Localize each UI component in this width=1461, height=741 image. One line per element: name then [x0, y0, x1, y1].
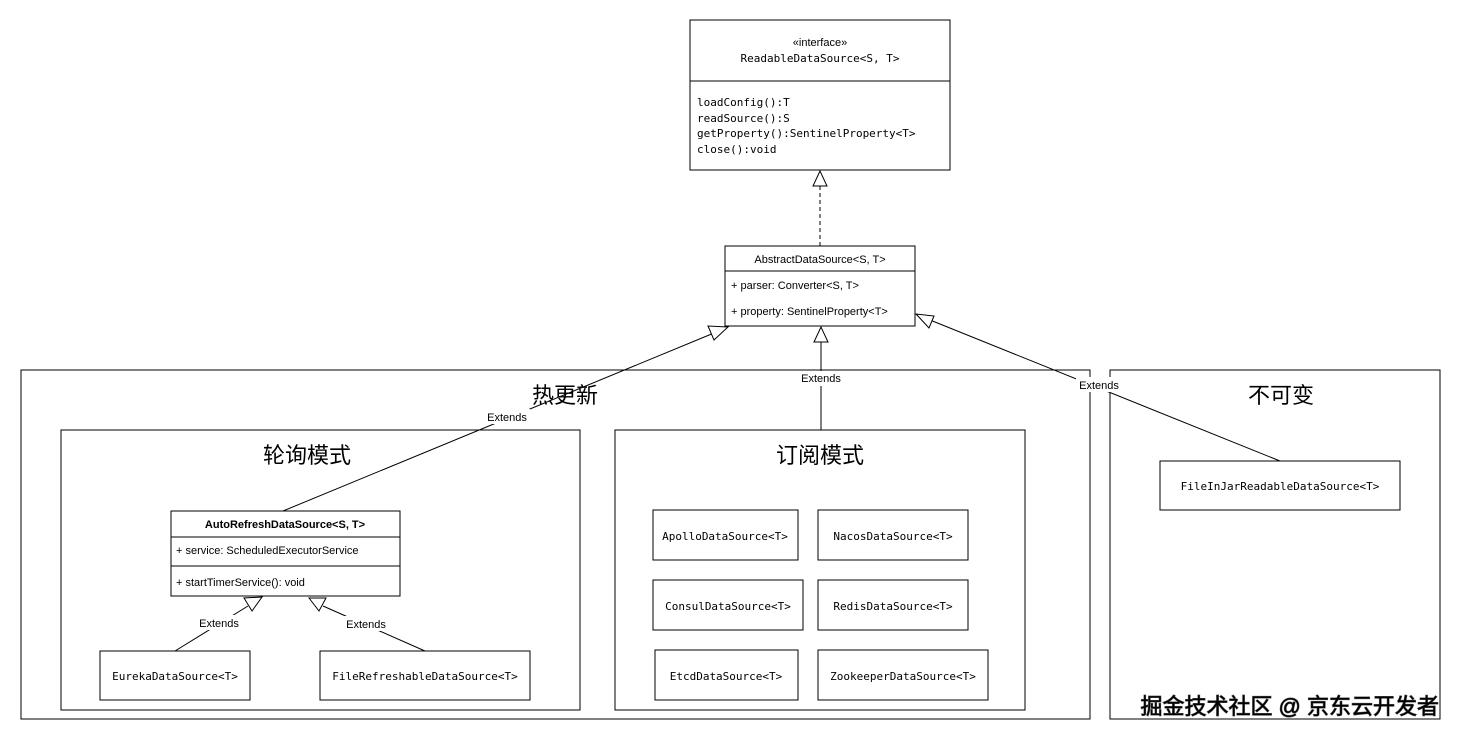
auto-refresh-method: + startTimerService(): void — [176, 577, 305, 589]
file-refreshable-class-box[interactable]: FileRefreshableDataSource<T> — [319, 650, 531, 701]
svg-text:Extends: Extends — [801, 373, 841, 385]
subscribe-title: 订阅模式 — [776, 443, 864, 468]
extends-arrowhead-subscribe — [813, 325, 829, 343]
auto-refresh-class-box[interactable]: AutoRefreshDataSource<S, T> + service: S… — [170, 510, 401, 597]
apollo-class-box[interactable]: ApolloDataSource<T> — [652, 509, 799, 561]
redis-class-box[interactable]: RedisDataSource<T> — [817, 579, 969, 631]
abstract-field: + parser: Converter<S, T> — [731, 280, 859, 292]
interface-method: readSource():S — [697, 112, 790, 125]
zookeeper-name: ZookeeperDataSource<T> — [830, 670, 976, 683]
etcd-class-box[interactable]: EtcdDataSource<T> — [654, 649, 799, 701]
edge-label-file-in-jar: Extends — [1076, 377, 1122, 392]
eureka-class-box[interactable]: EurekaDataSource<T> — [99, 650, 251, 701]
interface-stereotype: «interface» — [793, 37, 847, 49]
realization-arrowhead — [812, 169, 828, 187]
extends-arrowhead-eureka — [243, 596, 264, 612]
polling-title: 轮询模式 — [263, 443, 351, 468]
interface-method: loadConfig():T — [697, 96, 790, 109]
extends-arrowhead-file-in-jar — [914, 313, 935, 329]
zookeeper-class-box[interactable]: ZookeeperDataSource<T> — [817, 649, 989, 701]
nacos-name: NacosDataSource<T> — [833, 530, 953, 543]
interface-class-box[interactable]: «interface» ReadableDataSource<S, T> loa… — [689, 19, 951, 171]
abstract-class-box[interactable]: AbstractDataSource<S, T> + parser: Conve… — [724, 245, 916, 327]
interface-name: ReadableDataSource<S, T> — [741, 52, 900, 65]
auto-refresh-field: + service: ScheduledExecutorService — [176, 545, 359, 557]
edge-label-subscribe: Extends — [798, 371, 844, 386]
svg-text:Extends: Extends — [346, 619, 386, 631]
consul-name: ConsulDataSource<T> — [665, 600, 791, 613]
nacos-class-box[interactable]: NacosDataSource<T> — [817, 509, 969, 561]
file-in-jar-class-box[interactable]: FileInJarReadableDataSource<T> — [1159, 460, 1401, 511]
auto-refresh-name: AutoRefreshDataSource<S, T> — [205, 519, 365, 531]
extends-arrowhead-autorefresh — [707, 325, 730, 341]
redis-name: RedisDataSource<T> — [833, 600, 953, 613]
svg-text:Extends: Extends — [487, 412, 527, 424]
interface-method: getProperty():SentinelProperty<T> — [697, 127, 916, 140]
immutable-group — [1109, 369, 1441, 720]
watermark: 掘金技术社区 @ 京东云开发者 — [1140, 694, 1439, 719]
interface-method: close():void — [697, 143, 776, 156]
eureka-name: EurekaDataSource<T> — [112, 670, 238, 683]
svg-text:Extends: Extends — [1079, 380, 1119, 392]
apollo-name: ApolloDataSource<T> — [662, 530, 788, 543]
abstract-name: AbstractDataSource<S, T> — [754, 254, 885, 266]
extends-arrowhead-file-refreshable — [307, 597, 327, 612]
edge-label-file-refreshable: Extends — [343, 616, 389, 631]
consul-class-box[interactable]: ConsulDataSource<T> — [652, 579, 804, 631]
etcd-name: EtcdDataSource<T> — [670, 670, 783, 683]
svg-text:Extends: Extends — [199, 618, 239, 630]
file-in-jar-name: FileInJarReadableDataSource<T> — [1181, 480, 1380, 493]
edge-label-autorefresh: Extends — [484, 409, 530, 424]
immutable-title: 不可变 — [1248, 383, 1314, 408]
edge-label-eureka: Extends — [196, 615, 242, 630]
abstract-field: + property: SentinelProperty<T> — [731, 306, 888, 318]
file-refreshable-name: FileRefreshableDataSource<T> — [332, 670, 518, 683]
